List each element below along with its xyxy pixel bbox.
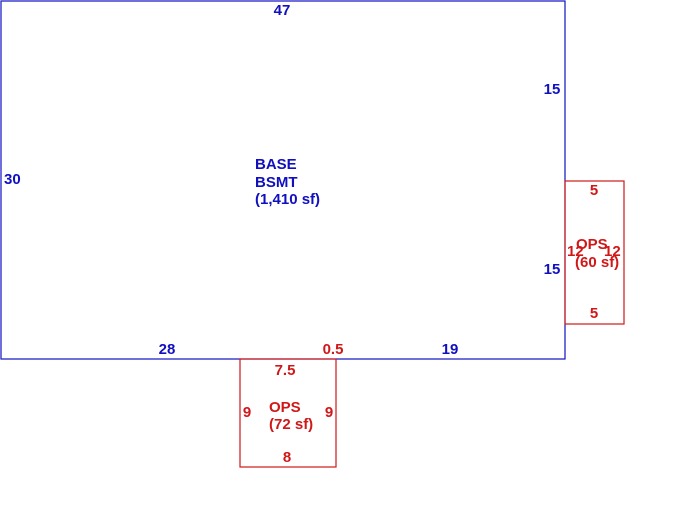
dim-ops-bottom-right: 9 bbox=[325, 404, 333, 421]
dim-base-top: 47 bbox=[274, 2, 291, 19]
dim-base-right-upper: 15 bbox=[544, 81, 561, 98]
ops-right-area: (60 sf) bbox=[575, 254, 619, 271]
ops-bottom-outline bbox=[239, 358, 337, 468]
ops-bottom-area: (72 sf) bbox=[269, 416, 313, 433]
ops-bottom-name: OPS bbox=[269, 399, 301, 416]
base-name-line1: BASE bbox=[255, 156, 297, 173]
ops-right-name: OPS bbox=[576, 236, 608, 253]
dim-ops-right-left: 12 bbox=[567, 243, 584, 260]
dim-base-bottom-left: 28 bbox=[159, 341, 176, 358]
dim-ops-right-right: 12 bbox=[604, 243, 621, 260]
dim-base-left: 30 bbox=[4, 171, 21, 188]
dim-ops-bottom-top-offset: 0.5 bbox=[323, 341, 344, 358]
ops-right-outline bbox=[564, 180, 625, 325]
dim-base-bottom-right: 19 bbox=[442, 341, 459, 358]
dim-ops-right-top: 5 bbox=[590, 182, 598, 199]
dim-ops-bottom-top: 7.5 bbox=[275, 362, 296, 379]
dim-ops-bottom-bottom: 8 bbox=[283, 449, 291, 466]
dim-ops-right-bottom: 5 bbox=[590, 305, 598, 322]
base-name-line2: BSMT bbox=[255, 174, 298, 191]
dim-base-right-lower: 15 bbox=[544, 261, 561, 278]
base-area-label: (1,410 sf) bbox=[255, 191, 320, 208]
dim-ops-bottom-left: 9 bbox=[243, 404, 251, 421]
